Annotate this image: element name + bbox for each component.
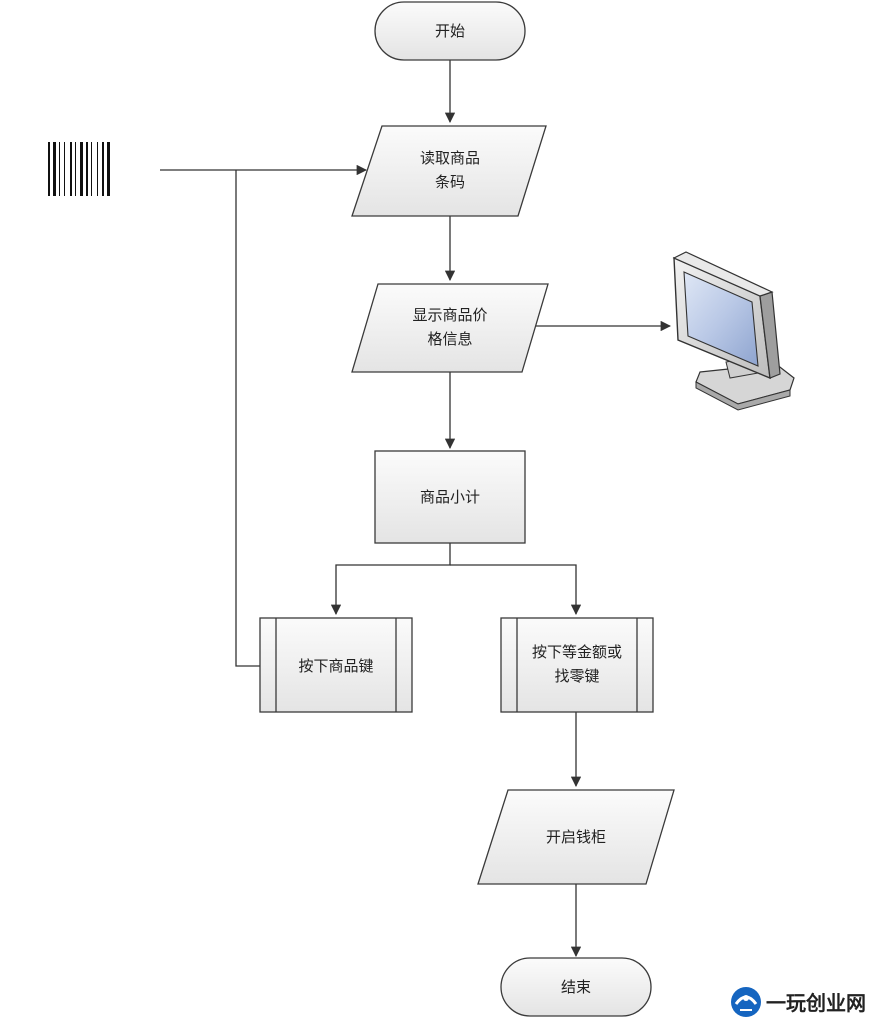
barcode-icon (48, 142, 110, 196)
node-open-drawer: 开启钱柜 (477, 789, 675, 885)
watermark: 一玩创业网 (731, 987, 866, 1017)
node-open-drawer-label: 开启钱柜 (546, 828, 606, 846)
barcode-bar (59, 142, 60, 196)
watermark-text: 一玩创业网 (766, 991, 866, 1015)
logo-icon (731, 987, 761, 1017)
barcode-bar (86, 142, 88, 196)
edge-loop-back (235, 170, 260, 667)
node-read-barcode-line2: 条码 (435, 173, 465, 191)
node-show-price: 显示商品价 格信息 (351, 283, 549, 373)
barcode-bar (53, 142, 56, 196)
barcode-bar (75, 142, 76, 196)
edge-subtotal-split (330, 543, 451, 616)
barcode-bar (91, 142, 92, 196)
node-press-amount-key-line2: 找零键 (554, 667, 599, 685)
node-subtotal-label: 商品小计 (420, 488, 480, 506)
barcode-bar (64, 142, 65, 196)
node-subtotal: 商品小计 (374, 450, 526, 544)
node-show-price-line1: 显示商品价 (412, 306, 487, 324)
barcode-bar (102, 142, 104, 196)
barcode-bar (48, 142, 50, 196)
barcode-bar (80, 142, 83, 196)
connectors (160, 60, 672, 958)
monitor-icon (672, 251, 795, 411)
node-start: 开始 (374, 1, 526, 61)
barcode-bar (107, 142, 110, 196)
node-end-label: 结束 (561, 978, 591, 996)
node-press-amount-key: 按下等金额或 找零键 (500, 617, 654, 713)
barcode-bar (70, 142, 72, 196)
node-press-amount-key-line1: 按下等金额或 (532, 643, 622, 661)
node-end: 结束 (500, 957, 652, 1017)
node-read-barcode-line1: 读取商品 (420, 149, 480, 167)
edge-subtotal-amount (450, 564, 582, 616)
node-press-item-key: 按下商品键 (259, 617, 413, 713)
barcode-bar (97, 142, 98, 196)
node-read-barcode: 读取商品 条码 (351, 125, 547, 217)
node-show-price-line2: 格信息 (427, 330, 472, 348)
node-press-item-key-label: 按下商品键 (298, 657, 373, 675)
node-start-label: 开始 (435, 22, 465, 40)
